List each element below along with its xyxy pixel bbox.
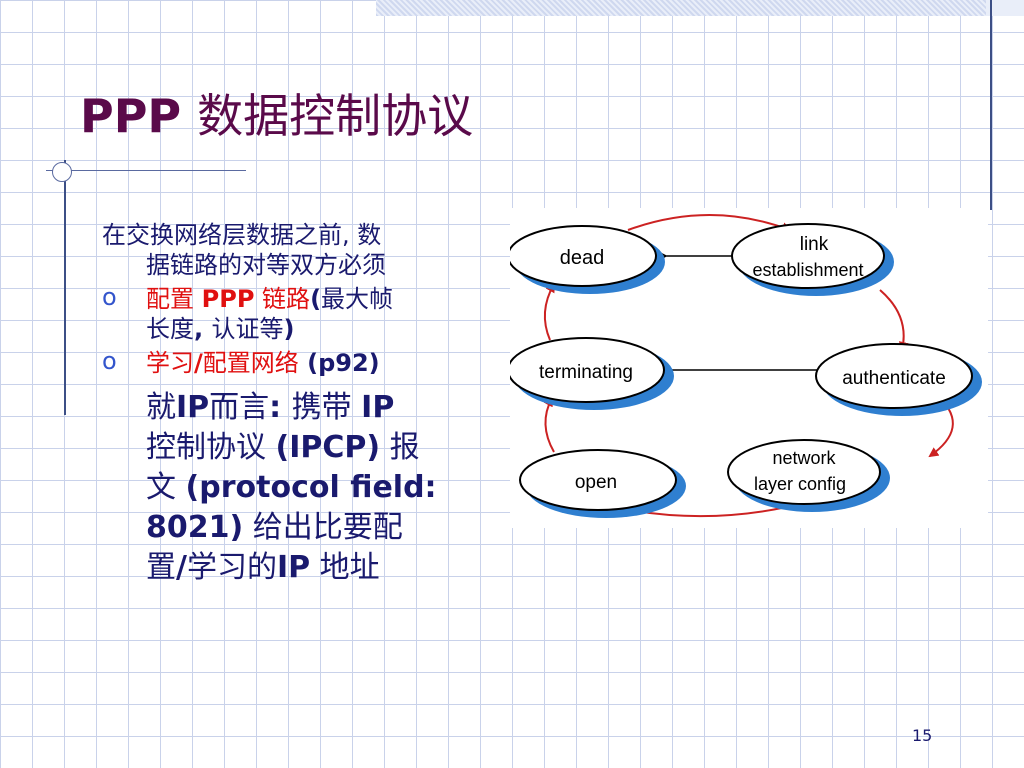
arc-link-to-authenticate [879, 289, 909, 352]
slide-title: PPP 数据控制协议 [80, 80, 473, 146]
bullet-marker: o [102, 283, 117, 311]
sub-seg: 报 [380, 430, 420, 465]
sub-seg: 而言 [209, 390, 270, 425]
sub-seg: 学习的 [186, 550, 277, 585]
state-authenticate-label: authenticate [842, 368, 946, 389]
bullet2-seg: 配置网络 [202, 349, 299, 377]
top-decorative-bar [376, 0, 986, 16]
ipcp-subtext: 就IP而言: 携带 IP 控制协议 (IPCP) 报 文 (protocol f… [102, 388, 510, 588]
bullet1-seg: 最大帧 [321, 285, 394, 313]
bullet1-seg: 长度 [146, 315, 194, 343]
sub-seg: 文 [146, 470, 186, 505]
state-network-layer-config: network layer config [727, 439, 890, 512]
sub-seg: 携带 [291, 390, 362, 425]
bullet2-seg: (p92) [298, 349, 380, 377]
state-authenticate: authenticate [815, 343, 982, 416]
sub-seg: 就 [146, 390, 176, 425]
bullet1-seg: 链路 [254, 285, 311, 313]
state-terminating-label: terminating [539, 362, 633, 383]
sub-seg: IP [361, 390, 395, 425]
left-vertical-rule [64, 160, 66, 415]
bullet-marker: o [102, 347, 117, 375]
state-dead: dead [507, 225, 665, 294]
ppp-state-diagram: dead link establishment terminating auth… [507, 208, 988, 528]
state-network-label-2: layer config [754, 474, 846, 494]
title-latin: PPP [80, 89, 182, 143]
sub-seg: 8021) [146, 510, 244, 545]
state-ellipse [815, 343, 973, 409]
state-ellipse [731, 223, 885, 289]
state-open: open [519, 449, 686, 518]
bullet1-seg: , [194, 315, 212, 343]
bullet1-seg: 认证等 [211, 315, 284, 343]
intro-text: 在交换网络层数据之前, 数 据链路的对等双方必须 [102, 220, 510, 280]
sub-seg: (protocol field: [185, 470, 437, 505]
sub-seg: : [269, 390, 292, 425]
bullet2-seg: / [194, 349, 203, 377]
title-cjk: 数据控制协议 [197, 89, 474, 143]
sub-seg: 控制协议 [146, 430, 276, 465]
state-ellipse [519, 449, 677, 511]
state-link-label-2: establishment [752, 260, 863, 280]
arc-dead-to-link [627, 214, 792, 232]
state-terminating: terminating [507, 337, 674, 410]
state-network-label-1: network [772, 448, 836, 468]
right-vertical-rule [990, 0, 992, 210]
title-underline-rule [46, 170, 246, 171]
state-ellipse [727, 439, 881, 505]
sub-seg: 给出比要配 [243, 510, 403, 545]
state-link-establishment: link establishment [731, 223, 894, 296]
bullet-learn-network: o 学习/配置网络 (p92) [102, 347, 510, 378]
arc-open-to-terminating [543, 396, 555, 453]
sub-seg: 地址 [310, 550, 380, 585]
arc-terminating-to-dead [543, 282, 555, 341]
top-decorative-bar-end [986, 0, 1024, 16]
sub-seg: / [176, 550, 187, 585]
state-dead-label: dead [560, 247, 605, 269]
bullet2-seg: 学习 [146, 349, 194, 377]
bullet1-seg: 配置 [146, 285, 202, 313]
state-open-label: open [575, 472, 617, 493]
page-number: 15 [912, 726, 933, 745]
slide-body: 在交换网络层数据之前, 数 据链路的对等双方必须 o 配置 PPP 链路(最大帧… [102, 220, 510, 588]
bullet1-seg: PPP [201, 285, 255, 313]
sub-seg: (IPCP) [275, 430, 381, 465]
sub-seg: IP [276, 550, 311, 585]
intro-line-2: 据链路的对等双方必须 [146, 251, 386, 279]
bullet-configure-link: o 配置 PPP 链路(最大帧 长度, 认证等) [102, 283, 510, 344]
sub-seg: 置 [146, 550, 176, 585]
crosshair-ornament [52, 162, 72, 182]
bullet1-seg: ( [310, 285, 322, 313]
sub-seg: IP [176, 390, 210, 425]
state-link-label-1: link [800, 234, 829, 255]
bullet1-seg: ) [283, 315, 295, 343]
intro-line-1: 在交换网络层数据之前, 数 [102, 221, 382, 249]
state-diagram-svg: dead link establishment terminating auth… [507, 214, 982, 518]
